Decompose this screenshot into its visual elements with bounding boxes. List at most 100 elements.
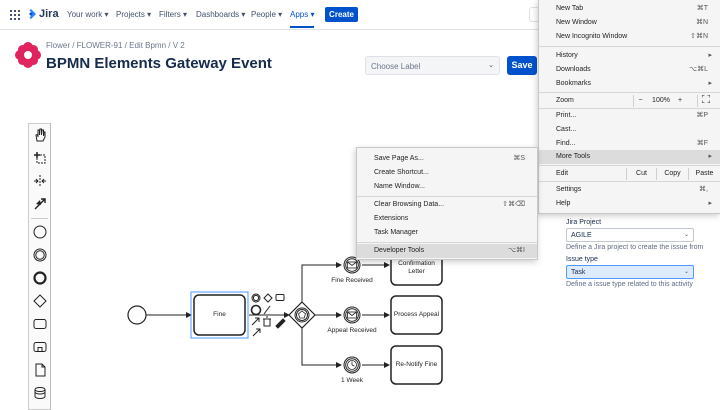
choose-label-select[interactable]: Choose Label ⌄ [365, 56, 500, 75]
menu-print-shortcut: ⌘P [696, 112, 708, 119]
global-connect-tool-icon[interactable] [32, 196, 48, 212]
issue-type-label: Issue type [566, 256, 598, 263]
jira-project-select[interactable]: AGILE ⌄ [566, 228, 694, 242]
nav-filters[interactable]: Filters ▾ [159, 10, 188, 19]
menu-new-window-shortcut: ⌘N [695, 19, 708, 26]
page-title: BPMN Elements Gateway Event [46, 55, 272, 72]
space-tool-icon[interactable] [32, 173, 48, 189]
bpmn-palette [28, 123, 51, 410]
chevron-down-icon: ⌄ [488, 62, 494, 69]
search-input[interactable] [529, 7, 543, 22]
menu-developer-tools-shortcut: ⌥⌘I [507, 247, 525, 254]
chevron-down-icon: ⌄ [683, 232, 689, 238]
menu-settings-label: Settings [556, 186, 582, 193]
gateway-icon[interactable] [32, 293, 48, 309]
menu-developer-tools-highlight [357, 244, 537, 258]
menu-edit-label: Edit [556, 170, 569, 177]
menu-create-shortcut[interactable]: Create Shortcut... [374, 169, 429, 176]
edit-copy-button[interactable]: Copy [656, 168, 688, 180]
menu-new-incognito-window[interactable]: New Incognito Window⇧⌘N [556, 31, 714, 43]
start-event-icon[interactable] [32, 224, 48, 240]
browser-menu: New Tab⌘T New Window ⌘N New Incognito Win… [538, 0, 720, 214]
menu-print[interactable]: Print... ⌘P [556, 110, 714, 122]
edit-paste-button[interactable]: Paste [688, 168, 720, 180]
appeal-received-event[interactable] [343, 306, 361, 324]
issue-type-select[interactable]: Task ⌄ [566, 265, 694, 279]
menu-new-tab[interactable]: New Tab⌘T [556, 3, 714, 15]
menu-downloads-label: Downloads [556, 66, 591, 73]
menu-new-incognito-label: New Incognito Window [556, 33, 628, 40]
jira-logo[interactable]: Jira [26, 8, 59, 20]
menu-downloads[interactable]: Downloads⌥⌘L [556, 64, 714, 76]
menu-more-tools-highlight [539, 150, 720, 164]
intermediate-event-icon[interactable] [32, 247, 48, 263]
menu-clear-data-label: Clear Browsing Data... [374, 201, 445, 208]
hand-tool-icon[interactable] [32, 127, 48, 143]
data-store-icon[interactable] [32, 385, 48, 401]
nav-apps[interactable]: Apps ▾ [290, 10, 315, 28]
lasso-tool-icon[interactable] [32, 150, 48, 166]
create-button[interactable]: Create [325, 7, 358, 22]
menu-bookmarks[interactable]: Bookmarks ▸ [556, 78, 714, 90]
chevron-right-icon: ▸ [708, 52, 712, 59]
nav-projects[interactable]: Projects ▾ [116, 10, 152, 19]
event-based-gateway[interactable] [288, 301, 316, 329]
menu-save-page-label: Save Page As... [374, 155, 424, 162]
choose-label-placeholder: Choose Label [371, 62, 421, 71]
menu-find[interactable]: Find...⌘F [556, 138, 714, 150]
chevron-right-icon: ▸ [708, 80, 712, 87]
menu-clear-browsing-data[interactable]: Clear Browsing Data...⇧⌘⌫ [374, 199, 531, 211]
menu-find-label: Find... [556, 140, 576, 147]
one-week-timer-event[interactable] [343, 356, 361, 374]
data-object-icon[interactable] [32, 362, 48, 378]
zoom-in-button[interactable]: + [677, 97, 683, 104]
menu-new-tab-shortcut: ⌘T [696, 5, 708, 12]
menu-save-page-as[interactable]: Save Page As... ⌘S [374, 153, 531, 165]
one-week-label: 1 Week [341, 377, 363, 384]
menu-more-tools[interactable]: More Tools ▸ [556, 151, 714, 163]
menu-developer-tools-label: Developer Tools [374, 247, 425, 254]
menu-extensions[interactable]: Extensions [374, 215, 409, 222]
menu-settings-shortcut: ⌘, [699, 186, 708, 193]
menu-save-page-shortcut: ⌘S [513, 155, 525, 162]
subprocess-icon[interactable] [32, 339, 48, 355]
jira-project-help: Define a Jira project to create the issu… [566, 244, 704, 251]
more-tools-submenu: Save Page As... ⌘S Create Shortcut... Nam… [356, 147, 538, 260]
menu-new-window[interactable]: New Window ⌘N [556, 17, 714, 29]
zoom-out-button[interactable]: − [633, 95, 647, 107]
start-event[interactable] [127, 305, 147, 325]
appeal-received-label: Appeal Received [327, 327, 377, 334]
menu-history[interactable]: History▸ [556, 50, 714, 62]
properties-panel: Jira Project AGILE ⌄ Define a Jira proje… [560, 214, 720, 314]
context-pad[interactable] [250, 293, 286, 337]
app-switcher-icon[interactable] [10, 10, 20, 20]
end-event-icon[interactable] [32, 270, 48, 286]
re-notify-fine-label: Re-Notify Fine [395, 361, 438, 368]
menu-help[interactable]: Help▸ [556, 198, 714, 210]
menu-print-label: Print... [556, 112, 577, 119]
menu-more-tools-label: More Tools [556, 153, 591, 160]
nav-dashboards[interactable]: Dashboards ▾ [196, 10, 246, 19]
jira-project-label: Jira Project [566, 219, 602, 226]
issue-type-value: Task [571, 269, 586, 276]
menu-developer-tools[interactable]: Developer Tools ⌥⌘I [374, 245, 531, 257]
jira-logo-icon [29, 9, 36, 19]
task-icon[interactable] [32, 316, 48, 332]
process-appeal-label: Process Appeal [393, 311, 440, 318]
edit-cut-button[interactable]: Cut [626, 168, 656, 180]
menu-bookmarks-label: Bookmarks [556, 80, 592, 87]
chevron-right-icon: ▸ [708, 153, 712, 160]
menu-name-window[interactable]: Name Window... [374, 183, 425, 190]
menu-zoom-label: Zoom [556, 97, 574, 104]
breadcrumb[interactable]: Flower / FLOWER-91 / Edit Bpmn / V 2 [46, 41, 185, 50]
save-button[interactable]: Save [507, 56, 537, 75]
nav-people[interactable]: People ▾ [251, 10, 283, 19]
chevron-down-icon: ⌄ [683, 269, 689, 275]
menu-cast[interactable]: Cast... [556, 126, 577, 133]
menu-new-window-label: New Window [556, 19, 597, 26]
fullscreen-icon[interactable] [697, 94, 713, 107]
menu-settings[interactable]: Settings ⌘, [556, 184, 714, 196]
menu-task-manager[interactable]: Task Manager [374, 229, 418, 236]
zoom-level: 100% [652, 97, 670, 104]
nav-your-work[interactable]: Your work ▾ [67, 10, 109, 19]
